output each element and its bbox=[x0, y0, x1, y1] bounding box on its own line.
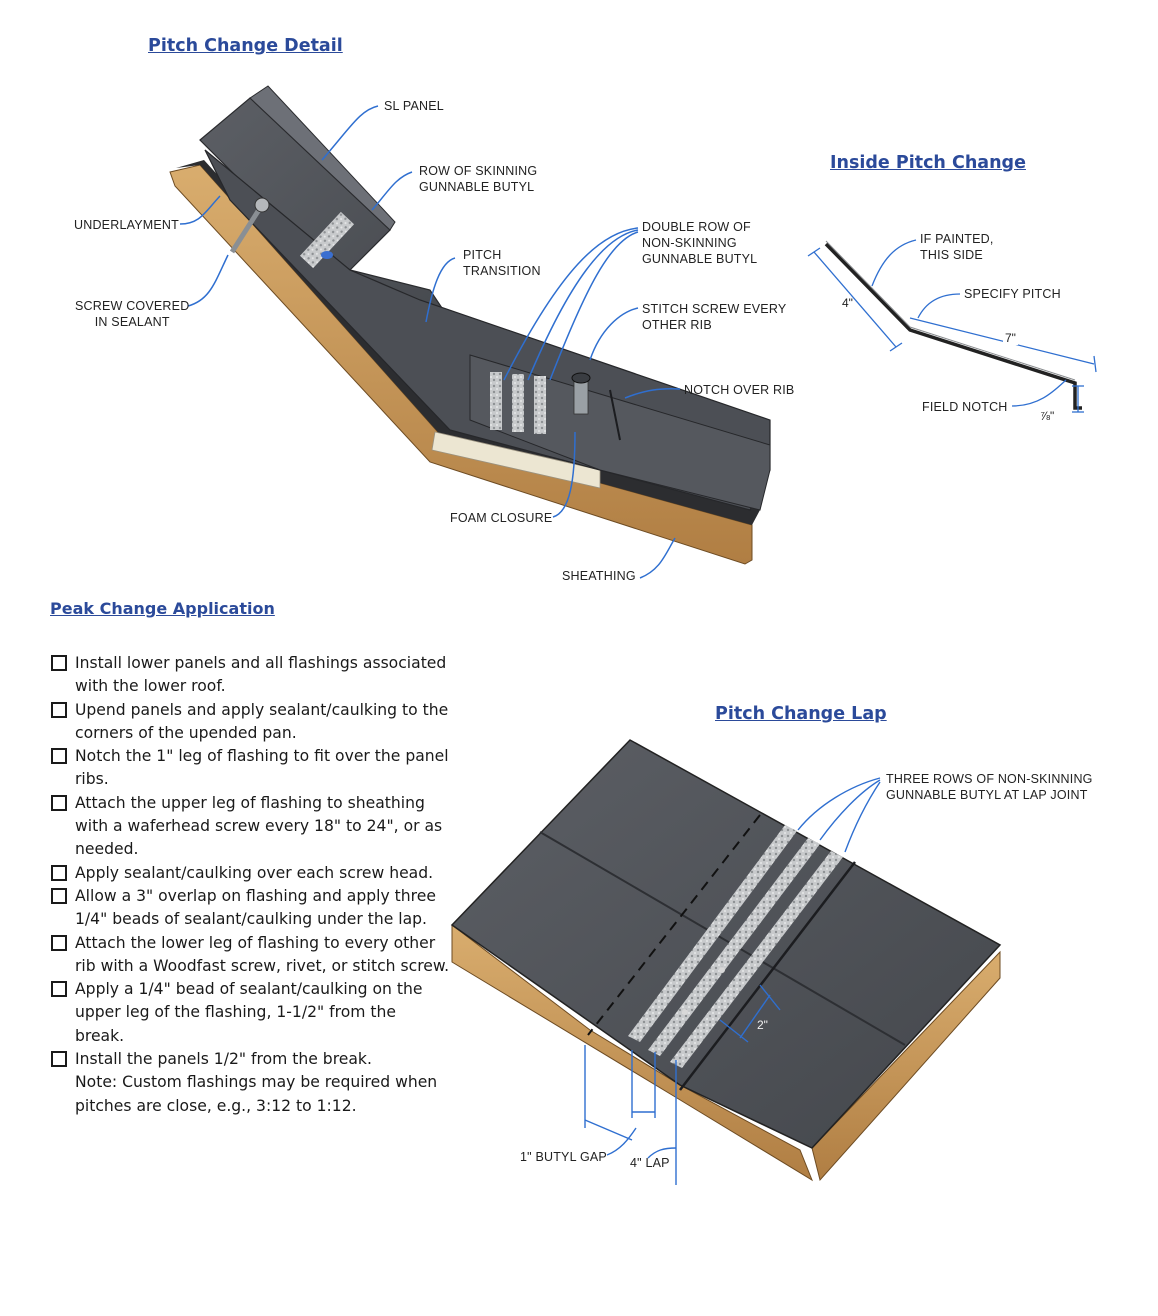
upper-panel-rib bbox=[249, 85, 396, 231]
label-butyl-gap: 1" BUTYL GAP bbox=[520, 1150, 607, 1164]
flashing-profile bbox=[824, 242, 1082, 410]
pitch-change-lap-title: Pitch Change Lap bbox=[715, 704, 887, 724]
checkbox-icon[interactable] bbox=[51, 794, 67, 811]
step-item: Allow a 3" overlap on flashing and apply… bbox=[50, 885, 450, 932]
custom-flashing-note: Note: Custom flashings may be required w… bbox=[75, 1073, 438, 1115]
pitch-change-detail-title: Pitch Change Detail bbox=[148, 36, 343, 56]
checkbox-icon[interactable] bbox=[51, 887, 67, 904]
label-foam-closure: FOAM CLOSURE bbox=[450, 511, 553, 525]
lap-wood-base bbox=[451, 923, 814, 1182]
pitch-change-detail-drawing bbox=[169, 85, 771, 565]
label-three-rows: THREE ROWS OF NON-SKINNING GUNNABLE BUTY… bbox=[886, 772, 1093, 802]
step-item: Upend panels and apply sealant/caulking … bbox=[50, 699, 450, 746]
checkbox-icon[interactable] bbox=[51, 981, 67, 998]
label-pitch-transition: PITCH TRANSITION bbox=[463, 248, 541, 278]
lap-panel-sheet bbox=[450, 739, 1002, 1149]
underlayment-screw bbox=[229, 197, 333, 259]
label-notch-over-rib: NOTCH OVER RIB bbox=[684, 383, 795, 397]
inside-pitch-change-title: Inside Pitch Change bbox=[830, 153, 1026, 173]
label-sl-panel: SL PANEL bbox=[384, 99, 444, 113]
dim-2-inch: 2" bbox=[757, 1018, 768, 1032]
label-specify-pitch: SPECIFY PITCH bbox=[964, 287, 1061, 301]
label-screw-covered: SCREW COVERED IN SEALANT bbox=[75, 299, 190, 329]
step-item: Install the panels 1/2" from the break.N… bbox=[50, 1048, 450, 1118]
dim-7-inch: 7" bbox=[1003, 331, 1018, 345]
lap-wood-right bbox=[811, 950, 1001, 1182]
step-item: Install lower panels and all flashings a… bbox=[50, 652, 450, 699]
skinning-butyl-row bbox=[299, 211, 355, 269]
lap-dashed-line bbox=[587, 814, 761, 1036]
label-4-inch-lap: 4" LAP bbox=[630, 1156, 670, 1170]
peak-change-application-title: Peak Change Application bbox=[50, 599, 275, 618]
step-item: Apply a 1/4" bead of sealant/caulking on… bbox=[50, 978, 450, 1048]
step-item: Apply sealant/caulking over each screw h… bbox=[50, 862, 450, 885]
label-field-notch: FIELD NOTCH bbox=[922, 400, 1008, 414]
inside-pitch-change-drawing bbox=[824, 240, 1082, 410]
checkbox-icon[interactable] bbox=[51, 701, 67, 718]
lap-leaders bbox=[584, 777, 881, 1185]
checkbox-icon[interactable] bbox=[51, 934, 67, 951]
step-item: Notch the 1" leg of flashing to fit over… bbox=[50, 745, 450, 792]
label-sheathing: SHEATHING bbox=[562, 569, 636, 583]
double-row-butyl bbox=[490, 372, 546, 434]
label-if-painted: IF PAINTED, THIS SIDE bbox=[920, 232, 994, 262]
pitch-change-lap-drawing bbox=[450, 739, 1002, 1182]
label-double-row: DOUBLE ROW OF NON-SKINNING GUNNABLE BUTY… bbox=[642, 220, 758, 266]
stitch-screw bbox=[571, 372, 591, 415]
foam-closure-shape bbox=[431, 431, 601, 489]
label-stitch-screw: STITCH SCREW EVERY OTHER RIB bbox=[642, 302, 787, 332]
label-row-of-skinning: ROW OF SKINNING GUNNABLE BUTYL bbox=[419, 164, 538, 194]
detail-leaders bbox=[179, 105, 681, 579]
step-item: Attach the upper leg of flashing to shea… bbox=[50, 792, 450, 862]
notch-edge bbox=[609, 389, 621, 441]
checkbox-icon[interactable] bbox=[51, 1051, 67, 1068]
application-steps-list: Install lower panels and all flashings a… bbox=[50, 652, 450, 1118]
label-underlayment: UNDERLAYMENT bbox=[74, 218, 179, 232]
checkbox-icon[interactable] bbox=[51, 864, 67, 881]
checkbox-icon[interactable] bbox=[51, 655, 67, 671]
dim-seven-eighths: ⅞" bbox=[1040, 409, 1055, 423]
lap-butyl-rows bbox=[628, 825, 843, 1068]
step-item: Attach the lower leg of flashing to ever… bbox=[50, 932, 450, 979]
dim-4-inch: 4" bbox=[842, 296, 853, 310]
checkbox-icon[interactable] bbox=[51, 748, 67, 765]
lap-seam bbox=[679, 861, 856, 1091]
inside-pitch-dims bbox=[807, 239, 1097, 413]
lap-ridge bbox=[539, 831, 906, 1046]
